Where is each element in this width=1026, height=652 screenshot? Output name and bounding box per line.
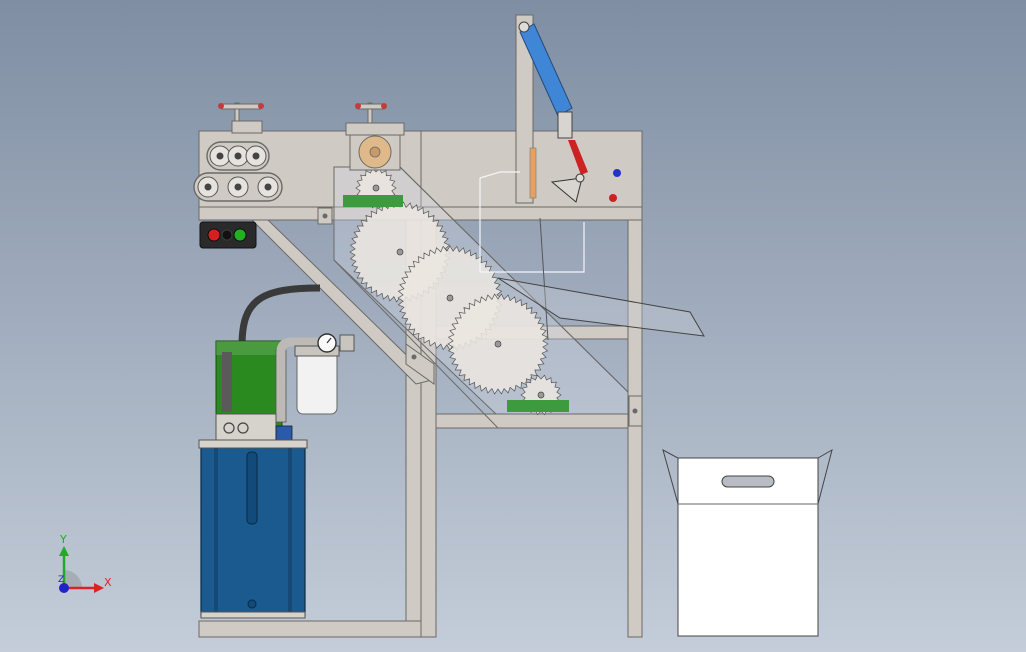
tank-stiffener-right	[288, 448, 292, 614]
valve-fitting	[339, 334, 355, 352]
y-axis-label: Y	[59, 533, 67, 546]
cylinder-post	[515, 14, 534, 204]
brace-plate	[405, 343, 435, 385]
z-axis-dot	[59, 583, 69, 593]
left-roller-mount	[231, 120, 263, 134]
y-axis-head	[59, 546, 69, 556]
oil-filter[interactable]	[296, 351, 338, 415]
right-roller-unit[interactable]	[345, 102, 405, 171]
right-handle-knob-left	[355, 103, 361, 109]
filter-head	[294, 345, 340, 357]
large-gear-2-hub	[446, 294, 454, 302]
tank-stiffener-left	[214, 448, 218, 614]
brace-bolt	[411, 354, 417, 360]
small-gear-top-hub	[372, 184, 380, 192]
left-roller-handle	[219, 103, 263, 110]
angle-scale	[550, 177, 583, 203]
tank-lid	[198, 439, 308, 449]
gauge-needle	[326, 337, 332, 344]
right-leg[interactable]	[627, 219, 643, 638]
cylinder-pivot	[518, 21, 530, 33]
chute-upper-edge	[399, 166, 629, 393]
feed-roller-hub	[369, 146, 381, 158]
coordinate-triad-icon: Y X Z	[58, 533, 112, 593]
left-roller-screw	[234, 102, 240, 122]
x-axis-head	[94, 583, 104, 593]
large-gear-3-hub	[494, 340, 502, 348]
hydraulic-hose[interactable]	[238, 284, 321, 347]
gear-mount-top	[343, 195, 403, 207]
carton-front[interactable]	[677, 457, 819, 637]
gear-train[interactable]	[349, 167, 562, 416]
drain-plug	[247, 599, 257, 609]
transparent-guard	[479, 171, 585, 341]
cylinder-rod-clevis	[557, 111, 573, 139]
x-axis-label: X	[104, 576, 112, 589]
pressure-pipe	[275, 349, 287, 423]
small-gear-bottom-hub	[537, 391, 545, 399]
guard-outline	[479, 178, 585, 273]
start-button[interactable]	[233, 228, 247, 242]
z-axis-label: Z	[58, 575, 64, 585]
pinch-roller-hub-3	[252, 152, 260, 160]
large-gear-1-hub	[396, 248, 404, 256]
right-roller-screw	[367, 102, 373, 124]
bracket-bolt-left	[322, 213, 328, 219]
manifold-port-2	[237, 422, 249, 434]
right-roller-mount	[345, 122, 405, 136]
base-rail[interactable]	[198, 620, 422, 638]
pump-motor-top-band	[216, 341, 282, 355]
pinch-roller-hub-6	[264, 183, 272, 191]
left-handle-knob-right	[258, 103, 264, 109]
manifold-port-1	[223, 422, 235, 434]
suction-pipe	[222, 352, 232, 412]
tank-foot	[200, 611, 306, 619]
neutral-button[interactable]	[221, 229, 233, 241]
pneumatic-actuator[interactable]	[515, 14, 621, 204]
pinch-roller-hub-1	[216, 152, 224, 160]
pinch-roller-hub-2	[234, 152, 242, 160]
post-slot	[529, 147, 537, 199]
chute-lower-edge	[333, 259, 499, 429]
right-handle-knob-right	[381, 103, 387, 109]
oil-level-gauge	[246, 451, 258, 525]
discharge-plate[interactable]	[497, 277, 705, 337]
pinch-roller-hub-5	[234, 183, 242, 191]
lever-pivot	[575, 173, 585, 183]
pipe-elbow	[276, 337, 318, 353]
guide-rod	[539, 217, 549, 341]
carton-handle-hole	[721, 475, 775, 488]
lower-rail[interactable]	[435, 413, 629, 429]
hydraulic-power-unit[interactable]	[198, 284, 355, 619]
indicator-red	[609, 194, 617, 202]
indicator-blue	[613, 169, 621, 177]
red-lever[interactable]	[568, 140, 588, 175]
bracket-bolt-right	[632, 408, 638, 414]
start-stop-control-icon[interactable]	[199, 221, 257, 249]
carton-box[interactable]	[662, 448, 833, 637]
guard-top	[479, 171, 520, 179]
triad-xz-arc	[64, 570, 82, 588]
pinch-roller-hub-4	[204, 183, 212, 191]
left-handle-knob-left	[218, 103, 224, 109]
gear-mount-bottom	[507, 400, 569, 412]
manifold-block[interactable]	[215, 413, 277, 445]
stop-button[interactable]	[207, 228, 221, 242]
